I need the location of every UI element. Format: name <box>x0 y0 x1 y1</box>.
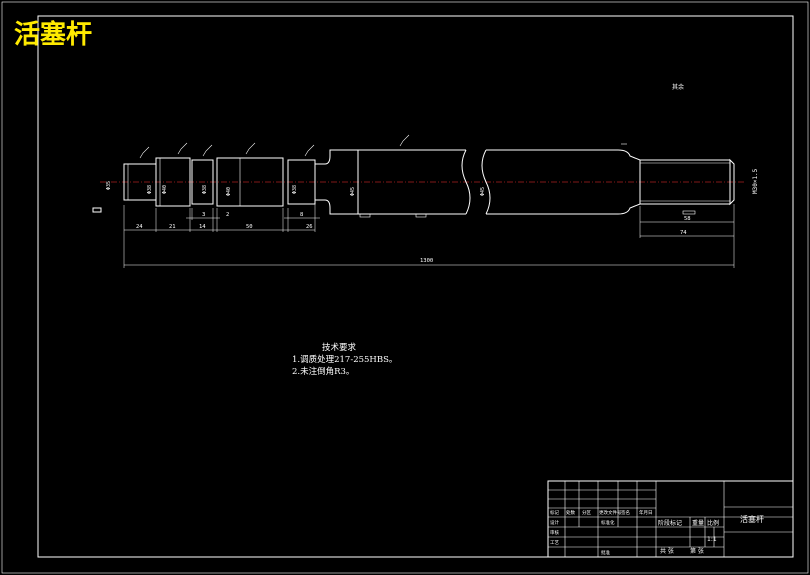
tb-scale-value: 1:1 <box>707 536 717 543</box>
svg-text:Φ40: Φ40 <box>226 187 232 196</box>
technical-requirements: 技术要求 1.调质处理217-255HBS。 2.未注倒角R3。 <box>292 342 397 377</box>
tb-row-label: 工艺 <box>550 540 559 546</box>
requirement-item: 1.调质处理217-255HBS。 <box>292 354 397 365</box>
title-block: 标记 处数 分区 更改文件号 签名 年月日 设计 审核 工艺 标准化 批准 阶段… <box>547 480 794 558</box>
thread-label: M30×1.5 <box>752 168 759 194</box>
dim-label: 21 <box>169 224 176 230</box>
dim-label: 14 <box>199 224 206 230</box>
inner-frame <box>37 15 794 558</box>
dim-label: 74 <box>680 230 687 236</box>
break-line-right <box>481 149 491 215</box>
dim-label: 24 <box>136 224 143 230</box>
shaft-seg-2 <box>155 157 191 207</box>
thread-end <box>729 158 735 206</box>
piston-rod-view: Φ35 Φ38 Φ40 Φ38 Φ40 Φ38 Φ45 Φ45 M30×1.5 <box>92 134 759 268</box>
tb-approve-label: 批准 <box>601 549 610 556</box>
dim-label: 26 <box>306 224 313 230</box>
tb-col-label: 分区 <box>582 509 591 516</box>
tb-row-label: 设计 <box>550 519 559 526</box>
dim-label: 58 <box>684 216 691 222</box>
svg-text:Φ38: Φ38 <box>202 185 208 194</box>
tb-col-label: 签名 <box>621 509 630 516</box>
tb-row-label: 审核 <box>550 529 559 536</box>
break-line-left <box>461 149 471 215</box>
tb-weight: 重量 <box>692 519 704 527</box>
tb-sheet-total: 共 张 <box>660 547 674 555</box>
svg-text:Φ40: Φ40 <box>162 185 168 194</box>
svg-text:Φ35: Φ35 <box>106 181 112 190</box>
tb-std-label: 标准化 <box>601 519 615 526</box>
svg-text:Φ38: Φ38 <box>292 185 298 194</box>
dim-label: 50 <box>246 224 253 230</box>
shaft-seg-3 <box>191 159 214 205</box>
dim-label: 2 <box>226 212 229 218</box>
requirement-item: 2.未注倒角R3。 <box>292 366 354 377</box>
tb-col-label: 处数 <box>566 509 575 516</box>
shaft-seg-4 <box>216 157 284 207</box>
svg-text:Φ45: Φ45 <box>480 187 486 196</box>
tb-part-name: 活塞杆 <box>740 514 764 524</box>
corner-title: 活塞杆 <box>14 19 92 50</box>
tb-stage-mark: 阶段标记 <box>658 519 682 527</box>
tb-col-label: 年月日 <box>639 509 653 516</box>
svg-text:Φ38: Φ38 <box>147 185 153 194</box>
roughness-note: 其余 <box>672 83 684 91</box>
dim-label: 8 <box>300 212 303 218</box>
svg-text:Φ45: Φ45 <box>350 187 356 196</box>
overall-length: 1300 <box>420 258 433 264</box>
tb-scale-header: 比例 <box>707 519 719 527</box>
dim-label: 3 <box>202 212 205 218</box>
tb-sheet-no: 第 张 <box>690 547 704 555</box>
requirements-heading: 技术要求 <box>322 342 357 353</box>
shaft-shoulder <box>315 149 359 215</box>
tb-col-label: 更改文件号 <box>599 509 622 516</box>
tb-row-label: 标记 <box>550 509 559 516</box>
